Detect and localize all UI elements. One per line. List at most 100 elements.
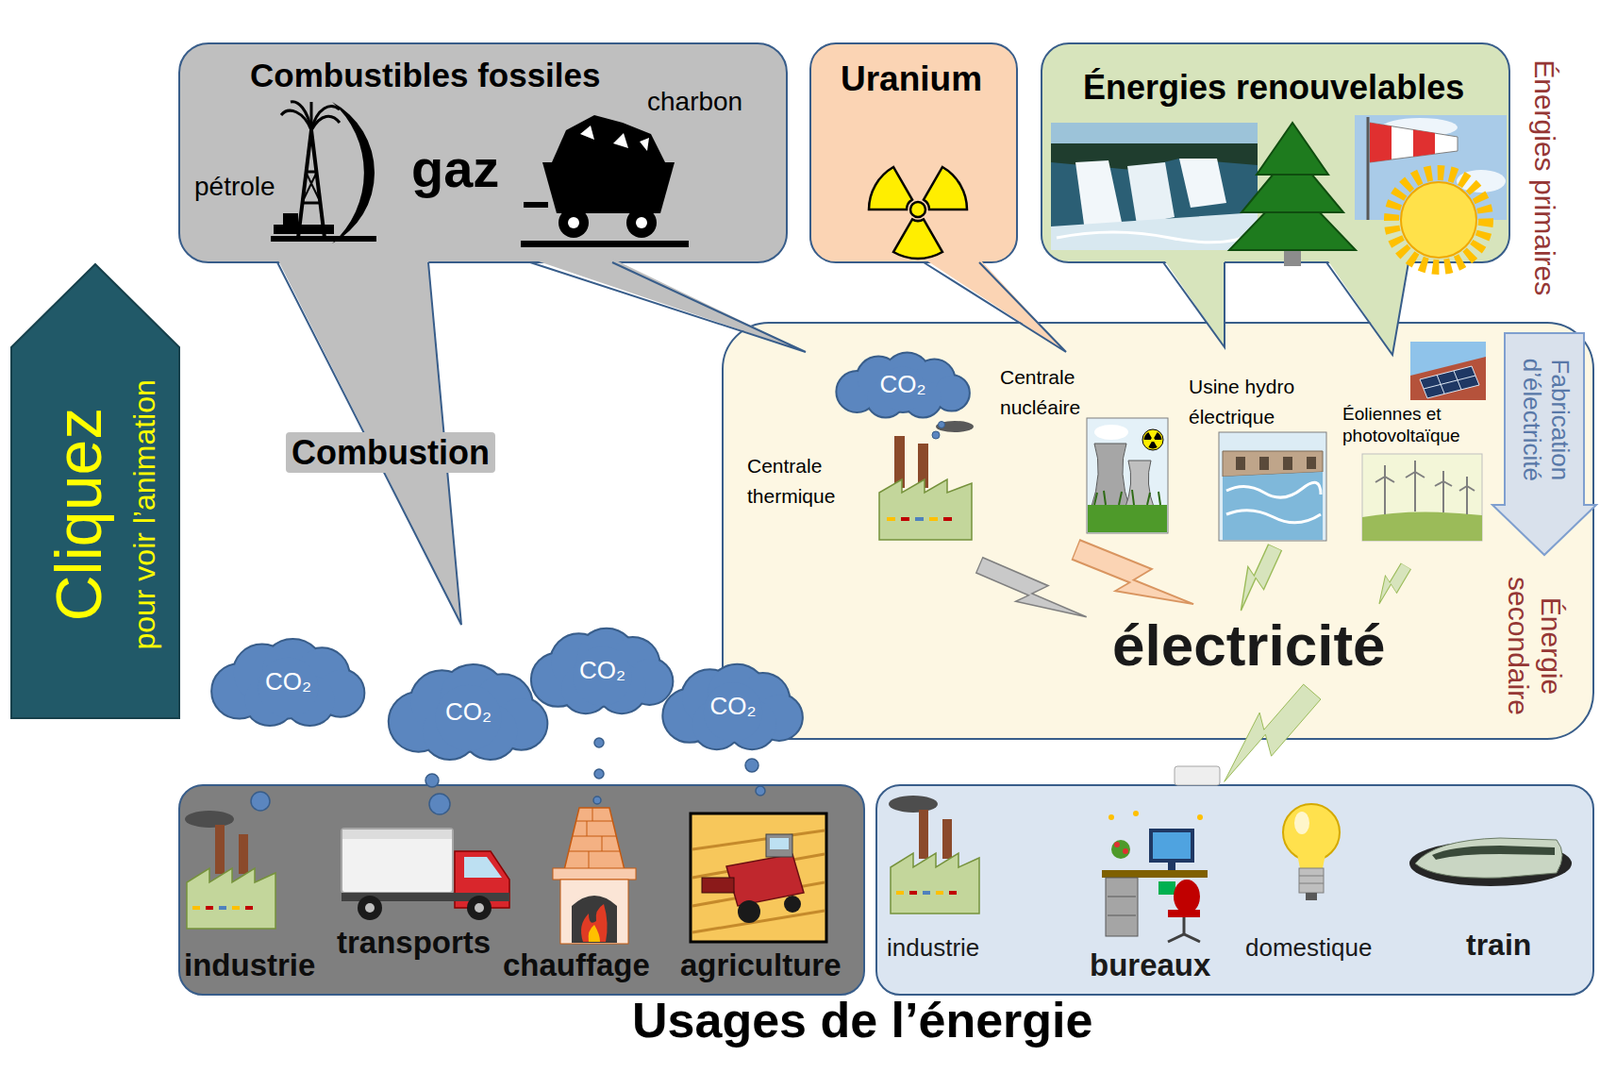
waterfall-photo — [1075, 160, 1123, 232]
process-label: Combustion — [285, 432, 496, 473]
oil-derrick-icon — [283, 213, 299, 227]
wind-farm-photo — [1466, 485, 1468, 515]
windsock-photo — [1413, 129, 1435, 157]
coal-cart-icon — [542, 162, 675, 214]
thermal-plant-icon — [917, 443, 929, 488]
wind-farm-photo — [1383, 476, 1386, 515]
office-desk-icon — [1152, 832, 1191, 859]
truck-icon — [464, 856, 502, 878]
usage-box: industriebureauxdomestiquetrain — [875, 783, 1595, 996]
icon-label: pétrole — [194, 171, 276, 202]
truck-icon — [342, 829, 452, 839]
oil-derrick-icon — [281, 110, 312, 131]
nuclear-plant-photo — [1124, 460, 1155, 510]
factory-icon — [888, 795, 980, 914]
lightning-bolt — [1210, 674, 1321, 794]
waterfall-photo — [1050, 212, 1258, 250]
fireplace-icon — [552, 807, 636, 944]
harvester-picture — [701, 877, 734, 893]
harvester-picture — [726, 853, 804, 906]
arrow-title: Cliquez — [41, 407, 116, 622]
thermal-plant-icon — [879, 479, 972, 540]
office-desk-icon — [1197, 814, 1203, 820]
fireplace-icon — [571, 895, 617, 943]
cloud-outline — [258, 657, 319, 718]
waterfall-photo — [1050, 122, 1258, 144]
co2-cloud: CO₂ — [211, 637, 366, 727]
usage-label: industrie — [886, 933, 980, 963]
nuclear-plant-photo — [1094, 489, 1161, 505]
oil-derrick-icon — [301, 171, 317, 203]
cloud-label: CO₂ — [445, 698, 492, 727]
office-desk-icon — [1167, 933, 1200, 942]
office-desk-icon — [1122, 848, 1129, 854]
cloud-fill — [434, 684, 501, 751]
fireplace-icon — [568, 807, 620, 869]
cloud-label: CO₂ — [880, 370, 927, 400]
factory-icon — [918, 809, 929, 859]
nuclear-plant-photo — [1086, 417, 1168, 534]
train-icon — [1415, 837, 1563, 878]
coal-cart-icon — [558, 207, 589, 238]
nuclear-plant-photo — [1087, 504, 1167, 533]
thermal-plant-icon — [943, 516, 952, 521]
tree-icon — [1283, 247, 1301, 267]
train-icon — [1409, 840, 1572, 886]
fireplace-icon — [564, 807, 625, 870]
usage-label: industrie — [183, 947, 316, 984]
light-bulb-icon — [1283, 803, 1340, 861]
electricity-region: CO₂Centrale nucléaireUsine hydro électri… — [721, 321, 1595, 740]
factory-icon — [205, 905, 214, 910]
co2-cloud: CO₂ — [390, 663, 547, 761]
sun-icon — [1391, 172, 1486, 267]
factory-icon — [949, 890, 957, 895]
harvester-picture — [690, 813, 827, 942]
factory-icon — [232, 905, 240, 910]
factory-icon — [935, 890, 944, 895]
callout-tail — [530, 262, 806, 352]
lightning-bolt — [971, 539, 1411, 630]
factory-icon — [942, 818, 952, 859]
light-bulb-icon — [1305, 892, 1317, 900]
coal-cart-icon — [551, 115, 666, 163]
tree-icon — [1241, 150, 1344, 213]
light-bulb-icon — [1297, 853, 1326, 868]
thermal-plant-icon — [886, 516, 896, 521]
windsock-photo — [1354, 115, 1507, 220]
nuclear-plant-photo — [1094, 424, 1129, 440]
smoke-bubble — [594, 737, 604, 748]
hydro-plant-photo — [1259, 456, 1269, 470]
factory-icon — [186, 867, 276, 929]
truck-icon — [365, 902, 375, 913]
callout-tail — [1163, 262, 1225, 348]
radiation-symbol — [868, 166, 967, 259]
thermal-plant-icon — [900, 516, 910, 521]
oil-derrick-icon — [301, 201, 321, 205]
windsock-photo — [1366, 116, 1370, 220]
wind-farm-photo — [1414, 471, 1417, 512]
tree-icon — [1229, 183, 1356, 250]
light-bulb-icon — [1294, 811, 1310, 834]
solar-panel-photo — [1419, 366, 1480, 399]
power-outlet — [1174, 766, 1220, 785]
light-bulb-icon — [1299, 875, 1324, 884]
harvester-picture — [737, 900, 761, 923]
co2-cloud: CO₂ — [665, 663, 801, 750]
nuclear-plant-photo — [1148, 441, 1157, 449]
train-icon — [1409, 837, 1572, 886]
cloud-outline — [880, 366, 926, 412]
office-desk-icon — [1105, 877, 1138, 936]
thermal-plant-icon — [915, 516, 924, 521]
solar-panel-photo — [1410, 341, 1486, 400]
wind-farm-photo — [1362, 453, 1483, 541]
solar-panel-photo — [1423, 375, 1476, 389]
smoke-bubble — [594, 768, 604, 779]
wind-farm-photo — [1405, 460, 1425, 478]
radiation-symbol — [893, 218, 943, 259]
tree-icon — [1256, 122, 1329, 175]
nuclear-plant-photo — [1090, 443, 1131, 510]
office-desk-icon — [1158, 881, 1176, 895]
lightning-bolt — [1066, 539, 1200, 620]
side-label: Énergies primaires — [1528, 59, 1562, 296]
